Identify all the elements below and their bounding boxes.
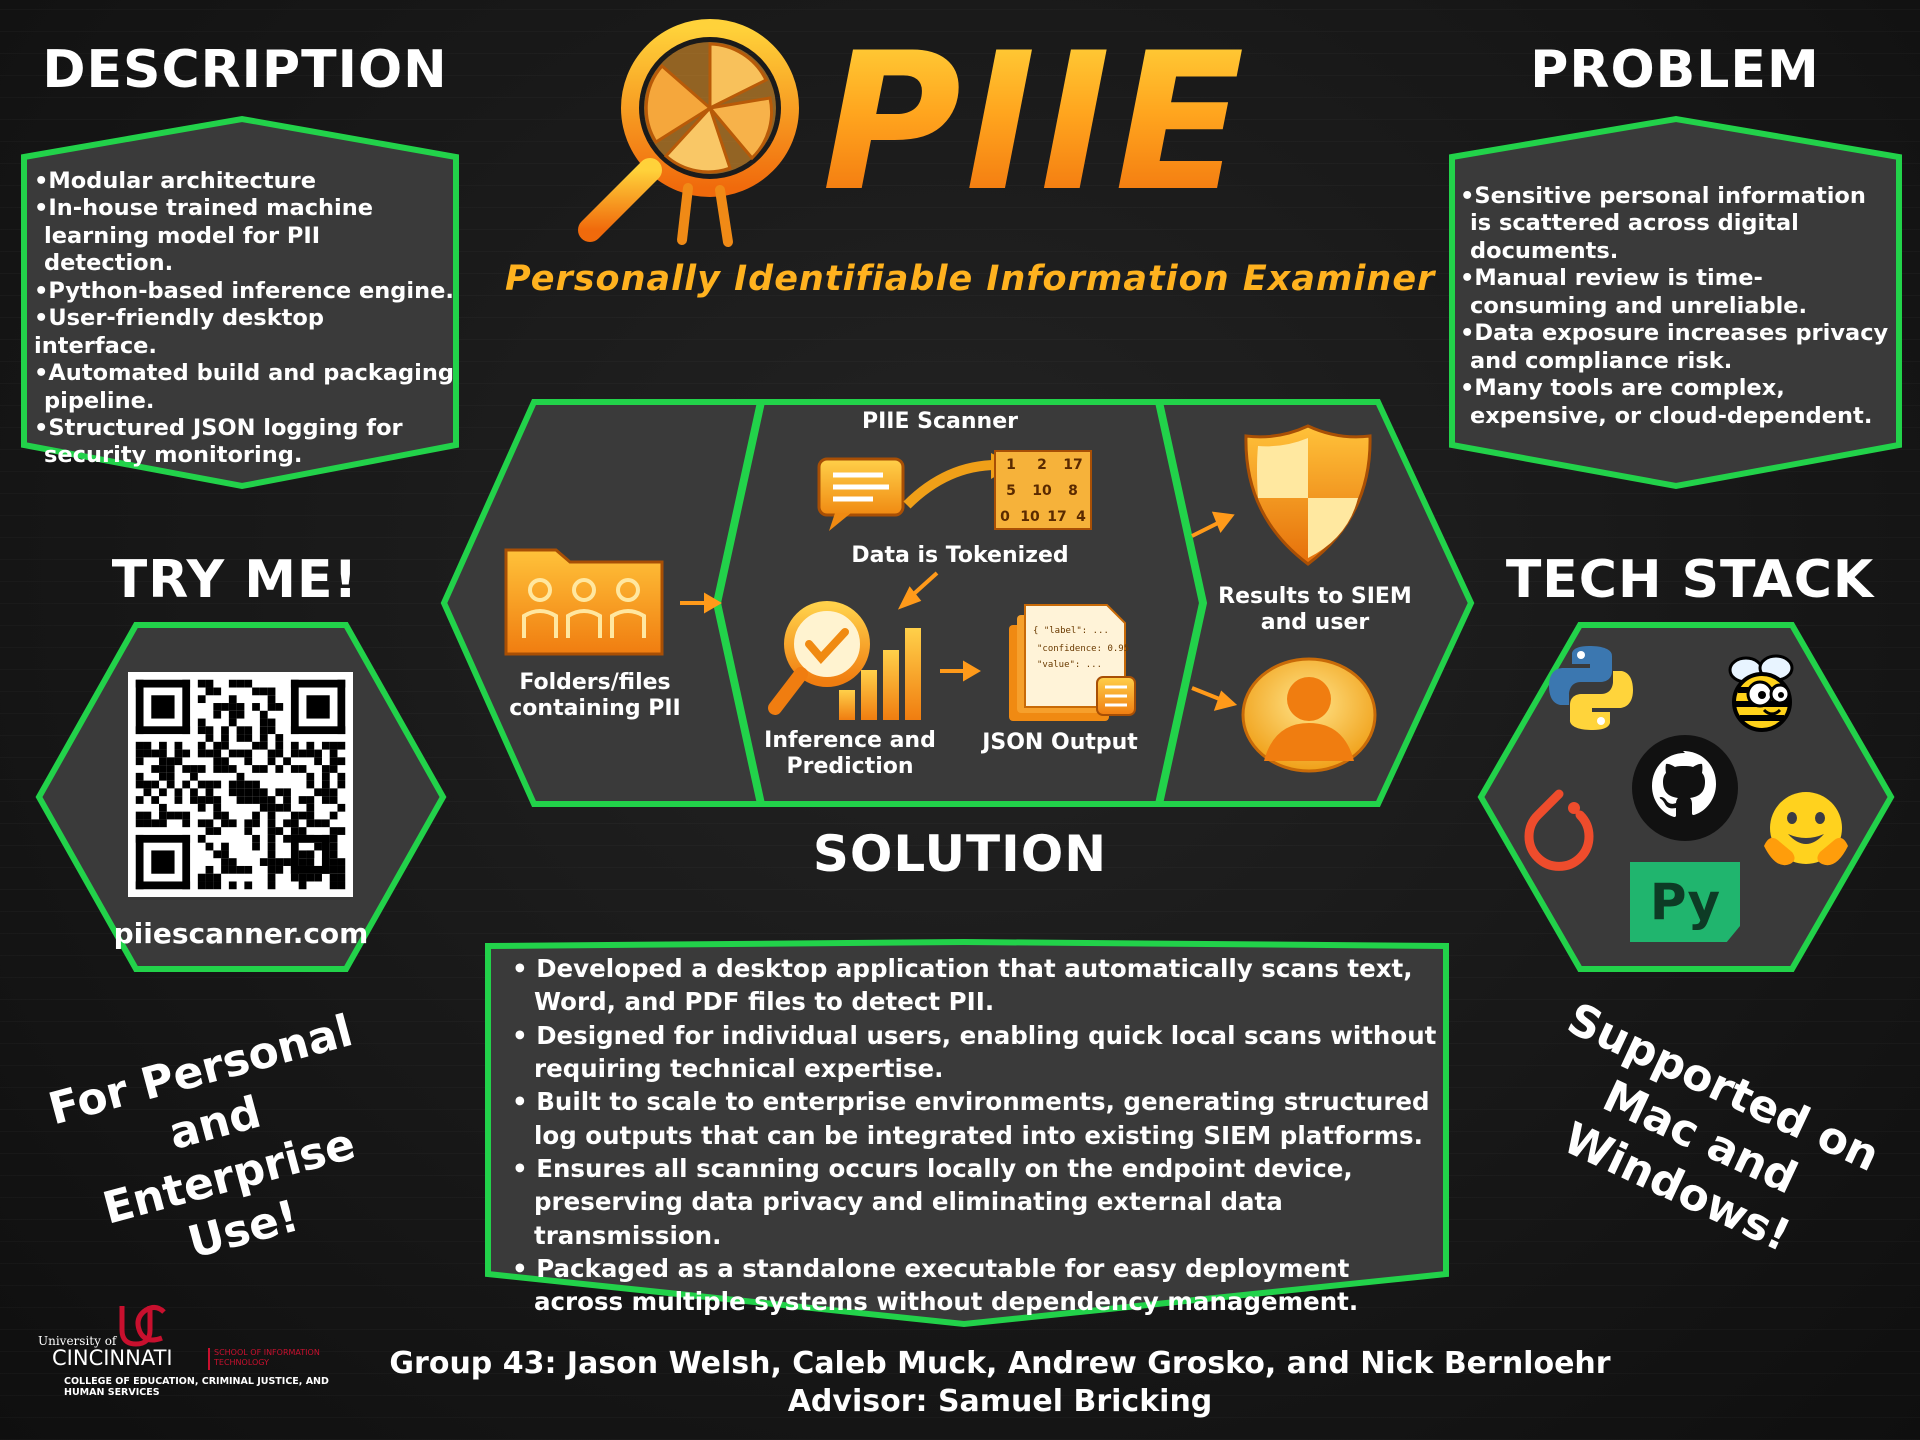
token-number: 1 (1006, 457, 1016, 473)
user-icon (1241, 657, 1377, 773)
tokenized-label: Data is Tokenized (851, 543, 1069, 568)
problem-panel (1449, 115, 1902, 490)
folders-label: Folders/files containing PII (509, 670, 681, 721)
shield-icon (1244, 424, 1372, 566)
tech-stack-heading: TECH STACK (1505, 550, 1875, 610)
json-line: { "label": ... (1033, 626, 1109, 636)
qr-code-icon (135, 679, 346, 890)
problem-item: •Data exposure increases privacy and com… (1460, 320, 1889, 374)
group-members: Group 43: Jason Welsh, Caleb Muck, Andre… (389, 1346, 1611, 1381)
token-number: 5 (1006, 483, 1016, 499)
description-item: •Structured JSON logging for security mo… (34, 414, 403, 469)
solution-item: • Designed for individual users, enablin… (512, 1020, 1437, 1083)
description-item: •Modular architecture (34, 168, 317, 194)
page-title: PIIE (822, 12, 1249, 233)
try-me-heading: TRY ME! (111, 550, 359, 610)
huggingface-icon (1764, 792, 1848, 866)
description-heading: DESCRIPTION (42, 40, 448, 100)
description-list: •Modular architecture •In-house trained … (34, 168, 454, 470)
credits: Group 43: Jason Welsh, Caleb Muck, Andre… (340, 1345, 1660, 1420)
uc-divider (208, 1348, 210, 1370)
solution-list: • Developed a desktop application that a… (512, 952, 1442, 1318)
description-item: •Python-based inference engine. (34, 277, 454, 304)
problem-list: •Sensitive personal information is scatt… (1460, 183, 1890, 430)
solution-item: • Developed a desktop application that a… (512, 954, 1413, 1017)
bee-icon (1728, 654, 1794, 732)
python-icon (1549, 646, 1633, 730)
problem-heading: PROBLEM (1530, 40, 1820, 100)
token-number: 4 (1076, 509, 1086, 525)
token-grid (994, 450, 1092, 530)
token-number: 0 (1000, 509, 1010, 525)
problem-item: •Sensitive personal information is scatt… (1460, 183, 1866, 264)
try-me-url[interactable]: piiescanner.com (113, 917, 369, 950)
folder-people-icon (504, 548, 664, 656)
solution-heading: SOLUTION (812, 825, 1108, 883)
solution-item: • Ensures all scanning occurs locally on… (512, 1153, 1353, 1250)
description-item: •User-friendly desktop interface. (34, 305, 324, 359)
uc-name: CINCINNATI (52, 1346, 173, 1370)
pyinstaller-icon: Py (1630, 862, 1740, 942)
uc-monogram-icon (119, 1304, 166, 1347)
page-subtitle: Personally Identifiable Information Exam… (505, 259, 1436, 299)
qr-code[interactable] (128, 672, 353, 897)
slogan-right: Supported on Mac and Windows! (1511, 991, 1889, 1284)
pytorch-icon (1524, 789, 1594, 871)
token-number: 17 (1047, 509, 1066, 525)
uc-college: COLLEGE OF EDUCATION, CRIMINAL JUSTICE, … (64, 1376, 329, 1399)
problem-item: •Manual review is time-consuming and unr… (1460, 265, 1808, 319)
json-output-label: JSON Output (982, 730, 1138, 755)
problem-item: •Many tools are complex, expensive, or c… (1460, 375, 1873, 429)
description-item: •In-house trained machine learning model… (34, 195, 374, 277)
inference-label: Inference and Prediction (764, 728, 936, 779)
json-line: "confidence: 0.95 (1037, 644, 1129, 654)
slogan-left: For Personal and Enterprise Use! (29, 1000, 414, 1301)
token-number: 10 (1020, 509, 1040, 525)
json-line: "value": ... (1037, 660, 1102, 670)
magnifier-pie-icon (578, 19, 799, 247)
uc-university-of: University of (38, 1334, 117, 1348)
json-output-icon: { "label": ... "confidence: 0.95 "value"… (1009, 604, 1136, 721)
github-icon (1632, 735, 1738, 841)
results-label: Results to SIEM and user (1218, 584, 1412, 635)
solution-item: • Built to scale to enterprise environme… (512, 1087, 1430, 1150)
inference-icon (768, 601, 921, 720)
uc-logo: University of CINCINNATI SCHOOL OF INFOR… (38, 1300, 329, 1400)
solution-item: • Packaged as a standalone executable fo… (512, 1253, 1359, 1317)
tokenize-icon: 1 2 17 5 10 8 0 10 17 4 (817, 450, 1092, 531)
advisor: Advisor: Samuel Bricking (787, 1383, 1213, 1419)
token-number: 10 (1032, 483, 1052, 499)
token-number: 17 (1063, 457, 1082, 473)
token-number: 2 (1037, 457, 1047, 473)
description-item: •Automated build and packaging pipeline. (34, 360, 454, 414)
title-logo (570, 10, 810, 250)
solution-panel (485, 938, 1449, 1328)
scanner-title: PIIE Scanner (861, 409, 1018, 434)
uc-school: SCHOOL OF INFORMATION TECHNOLOGY (214, 1348, 320, 1367)
token-number: 8 (1068, 483, 1078, 499)
description-panel (21, 115, 459, 490)
